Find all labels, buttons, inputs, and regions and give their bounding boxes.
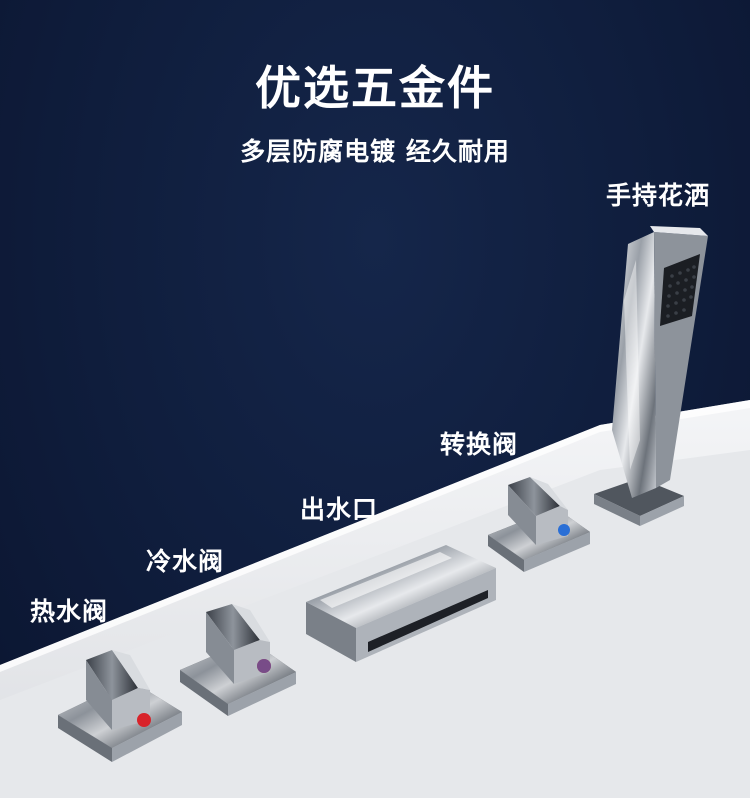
cold-valve-fixture (180, 604, 296, 716)
diverter-indicator-icon (558, 524, 570, 536)
diverter-fixture (488, 477, 590, 572)
spout-fixture (306, 545, 496, 662)
label-diverter: 转换阀 (440, 430, 519, 459)
shower-head-icon (660, 254, 700, 326)
cold-indicator-icon (257, 659, 271, 673)
label-hand-shower: 手持花洒 (606, 181, 711, 210)
label-hot-valve: 热水阀 (30, 597, 109, 626)
label-spout: 出水口 (300, 495, 379, 524)
tagline: 多层防腐电镀 经久耐用 (240, 137, 510, 166)
hot-valve-fixture (58, 650, 182, 762)
headline: 优选五金件 (255, 61, 495, 115)
label-cold-valve: 冷水阀 (146, 547, 225, 576)
hand-shower-fixture (594, 226, 708, 526)
hot-indicator-icon (137, 713, 151, 727)
